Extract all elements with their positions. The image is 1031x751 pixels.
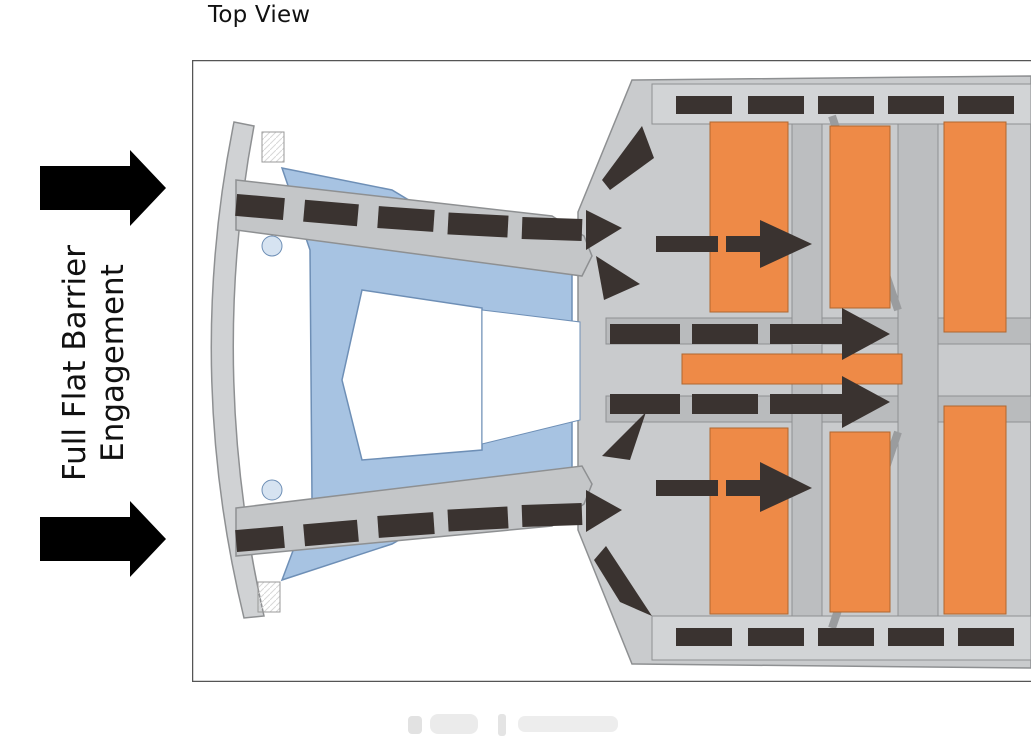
load-path-arrow-icon	[586, 210, 622, 250]
barrier-arrow-icon	[40, 150, 166, 226]
vehicle-structure-diagram	[192, 60, 1031, 682]
load-path-arrow-icon	[596, 256, 640, 300]
barrier-label-line-2: Engagement	[95, 264, 131, 462]
load-path-arrow-icon	[602, 412, 646, 460]
battery-modules	[681, 121, 1007, 615]
view-title: Top View	[208, 2, 311, 28]
load-path-arrow-icon	[760, 220, 812, 268]
load-path-arrow-icon	[760, 462, 812, 512]
load-path-arrow-icon	[594, 546, 652, 616]
barrier-label-line-1: Full Flat Barrier	[57, 245, 93, 481]
load-path-arrow-icon	[842, 308, 890, 360]
load-path-arrow-icon	[602, 126, 654, 190]
load-path-arrow-icon	[586, 490, 622, 532]
barrier-engagement-label: Full Flat Barrier Engagement	[56, 245, 132, 481]
watermark-logo-icon	[408, 714, 618, 736]
load-path-arrow-icon	[842, 376, 890, 428]
load-path-arrows	[235, 96, 1014, 646]
front-bumper-beam	[210, 121, 285, 619]
barrier-arrow-icon	[40, 501, 166, 577]
